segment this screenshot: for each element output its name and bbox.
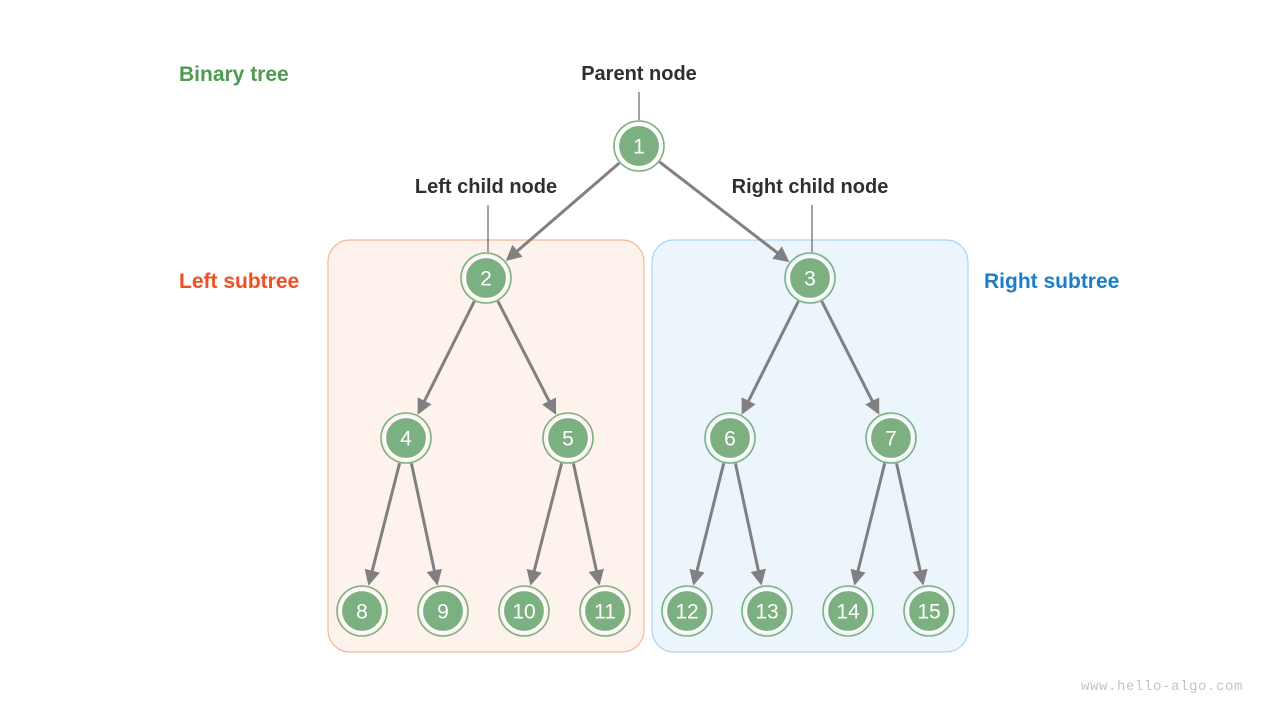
node-ring-12: [661, 585, 713, 637]
annotation-label-right-child-node: Right child node: [732, 176, 889, 198]
node-ring-4: [380, 412, 432, 464]
node-ring-13: [741, 585, 793, 637]
tree-edge-5-11: [571, 463, 604, 586]
node-value-11: 11: [594, 601, 616, 624]
node-value-6: 6: [724, 428, 736, 451]
annotation-label-left-child-node: Left child node: [415, 176, 557, 198]
tree-edge-1-3: [658, 160, 790, 263]
tree-edge-7-14: [850, 462, 887, 586]
tree-node-5[interactable]: 5: [542, 412, 594, 464]
node-value-7: 7: [885, 428, 897, 451]
node-ring-14: [822, 585, 874, 637]
node-value-2: 2: [480, 268, 492, 291]
node-value-3: 3: [804, 268, 816, 291]
annotation-label-parent-node: Parent node: [581, 63, 697, 85]
tree-edge-6-12: [689, 462, 726, 586]
tree-node-13[interactable]: 13: [741, 585, 793, 637]
node-circle-4: [383, 415, 429, 461]
tree-node-7[interactable]: 7: [865, 412, 917, 464]
tree-node-4[interactable]: 4: [380, 412, 432, 464]
tree-edge-2-5: [496, 300, 557, 415]
tree-edge-7-15: [895, 463, 928, 586]
node-ring-10: [498, 585, 550, 637]
node-circle-11: [582, 588, 628, 634]
node-value-1: 1: [633, 136, 645, 159]
tree-node-8[interactable]: 8: [336, 585, 388, 637]
watermark: www.hello-algo.com: [1081, 679, 1243, 695]
node-ring-8: [336, 585, 388, 637]
tree-edge-4-8: [364, 462, 402, 586]
tree-edge-1-2: [505, 161, 621, 262]
tree-edge-6-13: [733, 463, 766, 586]
node-value-9: 9: [437, 601, 449, 624]
tree-edge-2-4: [417, 300, 476, 415]
tree-node-14[interactable]: 14: [822, 585, 874, 637]
node-circle-5: [545, 415, 591, 461]
node-circle-2: [463, 255, 509, 301]
node-value-5: 5: [562, 428, 574, 451]
tree-node-9[interactable]: 9: [417, 585, 469, 637]
node-ring-11: [579, 585, 631, 637]
node-ring-5: [542, 412, 594, 464]
node-ring-6: [704, 412, 756, 464]
node-ring-3: [784, 252, 836, 304]
node-circle-12: [664, 588, 710, 634]
tree-node-15[interactable]: 15: [903, 585, 955, 637]
tree-node-3[interactable]: 3: [784, 252, 836, 304]
tree-node-11[interactable]: 11: [579, 585, 631, 637]
tree-edge-4-9: [409, 463, 442, 586]
node-circle-1: [616, 123, 662, 169]
node-circle-9: [420, 588, 466, 634]
node-value-13: 13: [755, 601, 778, 624]
node-circle-10: [501, 588, 547, 634]
node-circle-15: [906, 588, 952, 634]
node-circle-7: [868, 415, 914, 461]
node-circle-8: [339, 588, 385, 634]
node-value-12: 12: [675, 601, 698, 624]
tree-edge-3-6: [741, 300, 800, 415]
node-ring-9: [417, 585, 469, 637]
node-ring-2: [460, 252, 512, 304]
node-value-4: 4: [400, 428, 412, 451]
tree-edges: [364, 160, 928, 586]
tree-node-10[interactable]: 10: [498, 585, 550, 637]
node-circle-13: [744, 588, 790, 634]
node-circle-14: [825, 588, 871, 634]
subtree-panels: [327, 239, 969, 653]
page-title: Binary tree: [179, 63, 289, 86]
tree-node-12[interactable]: 12: [661, 585, 713, 637]
right-subtree-label: Right subtree: [984, 270, 1119, 293]
node-circle-3: [787, 255, 833, 301]
node-value-15: 15: [917, 601, 940, 624]
node-value-8: 8: [356, 601, 368, 624]
node-ring-15: [903, 585, 955, 637]
right-subtree-panel: [651, 239, 969, 653]
node-value-14: 14: [836, 601, 860, 624]
left-subtree-label: Left subtree: [179, 270, 299, 293]
node-value-10: 10: [512, 601, 535, 624]
node-ring-1: [613, 120, 665, 172]
tree-node-2[interactable]: 2: [460, 252, 512, 304]
tree-node-1[interactable]: 1: [613, 120, 665, 172]
node-circle-6: [707, 415, 753, 461]
node-ring-7: [865, 412, 917, 464]
tree-edge-5-10: [526, 462, 564, 586]
tree-edge-3-7: [820, 300, 880, 415]
tree-node-6[interactable]: 6: [704, 412, 756, 464]
left-subtree-panel: [327, 239, 645, 653]
